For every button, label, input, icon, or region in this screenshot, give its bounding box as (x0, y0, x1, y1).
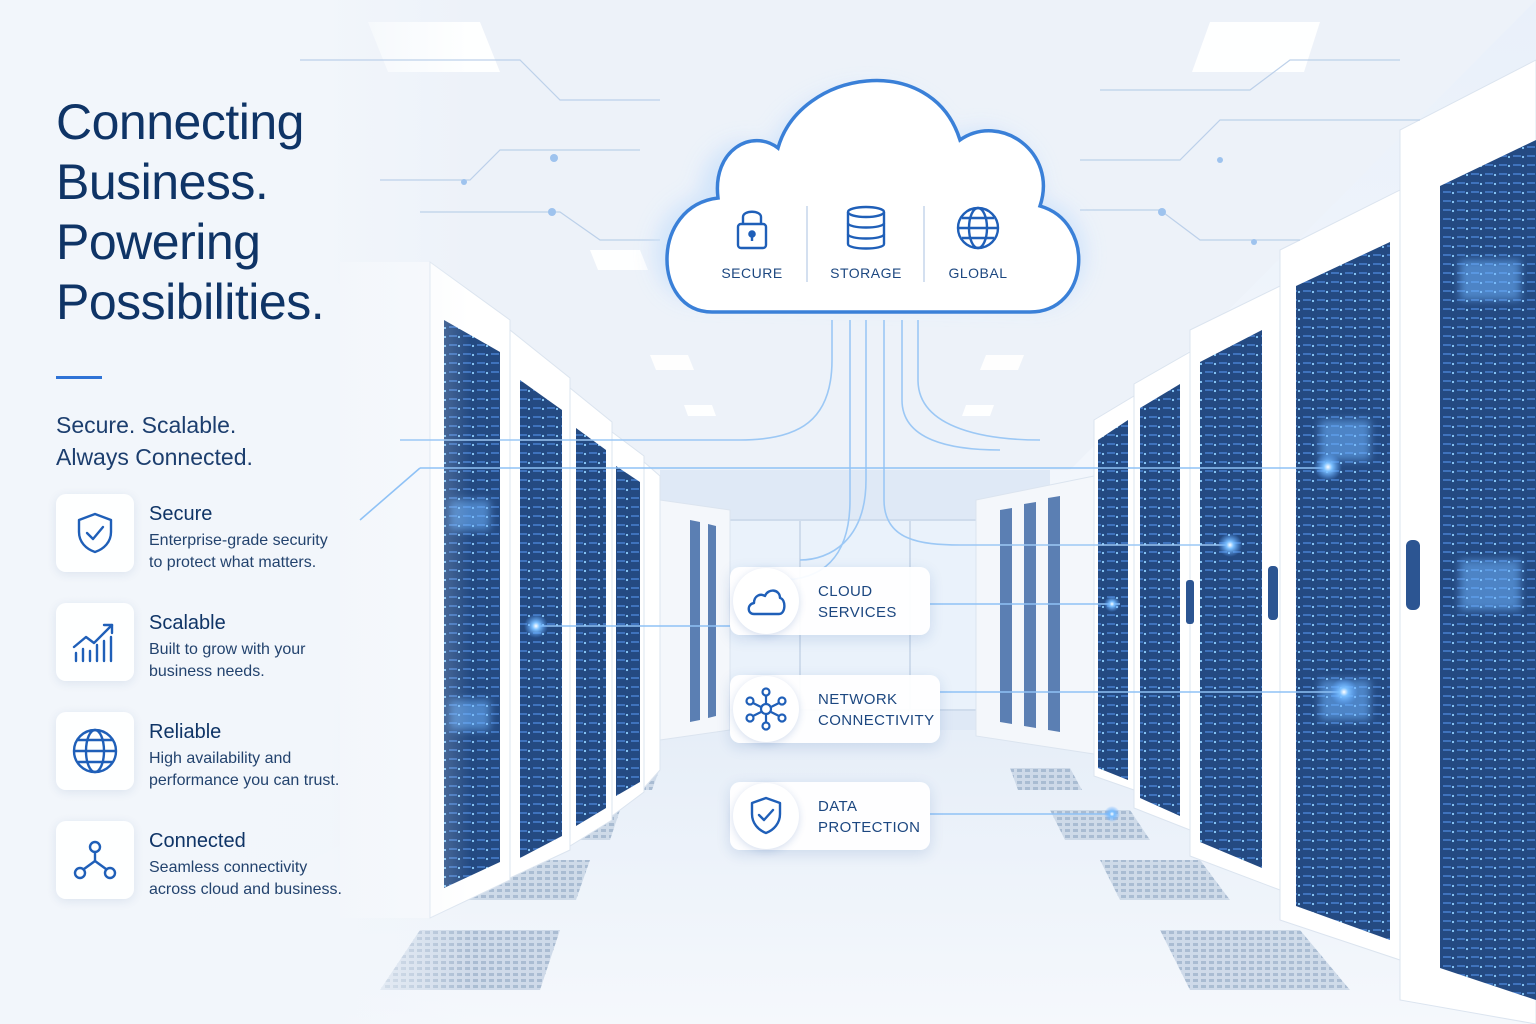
service-label: NETWORK CONNECTIVITY (818, 689, 934, 731)
feature-desc-line: across cloud and business. (149, 881, 342, 898)
service-label-line: CONNECTIVITY (818, 712, 935, 729)
feature-description: High availability and performance you ca… (149, 748, 399, 792)
globe-icon (956, 206, 1000, 250)
tagline-line: Secure. Scalable. (56, 412, 237, 438)
feature-description: Seamless connectivity across cloud and b… (149, 857, 399, 901)
feature-desc-line: Enterprise-grade security (149, 532, 328, 549)
service-label-line: DATA (818, 798, 858, 815)
feature-desc-line: Built to grow with your (149, 641, 306, 658)
service-label: CLOUD SERVICES (818, 581, 897, 623)
feature-desc-line: Seamless connectivity (149, 859, 308, 876)
hero-section: Connecting Business. Powering Possibilit… (56, 92, 416, 473)
hero-tagline: Secure. Scalable. Always Connected. (56, 409, 416, 473)
feature-connected: Connected Seamless connectivity across c… (56, 821, 396, 901)
hero-headline: Connecting Business. Powering Possibilit… (56, 92, 416, 332)
headline-line: Business. (56, 154, 269, 210)
service-badge-data: DATA PROTECTION (730, 782, 930, 850)
feature-desc-line: to protect what matters. (149, 554, 317, 571)
cloud-item-global: GLOBAL (928, 204, 1028, 281)
cloud-item-storage: STORAGE (816, 204, 916, 281)
badge-icon-wrap (728, 782, 804, 850)
service-label-line: PROTECTION (818, 819, 921, 836)
feature-title: Secure (149, 503, 213, 525)
database-icon (846, 205, 886, 250)
service-badge-cloud: CLOUD SERVICES (730, 567, 930, 635)
cloud-item-label: GLOBAL (948, 265, 1008, 281)
feature-reliable: Reliable High availability and performan… (56, 712, 396, 792)
padlock-icon (736, 210, 768, 250)
cloud-item-label: STORAGE (830, 265, 902, 281)
cloud-item-secure: SECURE (702, 204, 802, 281)
growth-chart-icon (56, 603, 134, 681)
cloud-icon (733, 568, 799, 634)
shield-check-icon (56, 494, 134, 572)
network-nodes-icon (56, 821, 134, 899)
service-label-line: CLOUD (818, 583, 873, 600)
globe-icon (56, 712, 134, 790)
feature-description: Enterprise-grade security to protect wha… (149, 530, 399, 574)
accent-divider (56, 376, 102, 379)
feature-desc-line: High availability and (149, 750, 292, 767)
tagline-line: Always Connected. (56, 444, 253, 470)
feature-title: Scalable (149, 612, 226, 634)
headline-line: Connecting (56, 94, 304, 150)
badge-icon-wrap (728, 675, 804, 743)
feature-desc-line: business needs. (149, 663, 265, 680)
network-hub-icon (733, 676, 799, 742)
feature-scalable: Scalable Built to grow with your busines… (56, 603, 396, 683)
cloud-item-label: SECURE (721, 265, 783, 281)
headline-line: Possibilities. (56, 274, 325, 330)
shield-check-icon (733, 783, 799, 849)
feature-description: Built to grow with your business needs. (149, 639, 399, 683)
service-badge-network: NETWORK CONNECTIVITY (730, 675, 940, 743)
service-label: DATA PROTECTION (818, 796, 920, 838)
badge-icon-wrap (728, 567, 804, 635)
feature-title: Reliable (149, 721, 222, 743)
headline-line: Powering (56, 214, 261, 270)
service-label-line: NETWORK (818, 691, 898, 708)
feature-title: Connected (149, 830, 246, 852)
feature-secure: Secure Enterprise-grade security to prot… (56, 494, 396, 574)
feature-desc-line: performance you can trust. (149, 772, 340, 789)
service-label-line: SERVICES (818, 604, 897, 621)
